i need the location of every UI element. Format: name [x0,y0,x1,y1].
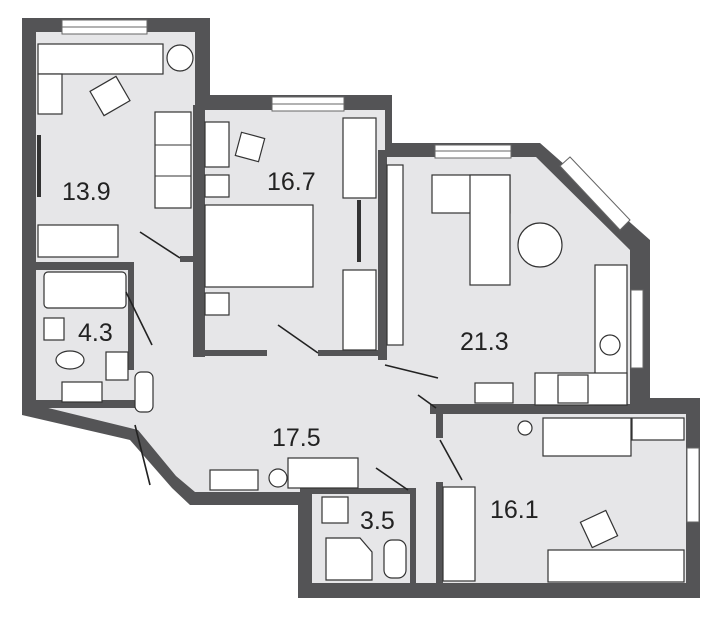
armchair [89,75,131,117]
sofa-left [154,111,192,209]
nightstand-2 [204,292,230,316]
dining-table [517,222,563,268]
desk-right [547,549,685,583]
window-living-diagonal [559,156,631,231]
toilet-bath [55,350,85,370]
shelf-living [386,164,404,346]
bathtub [43,271,127,309]
area-label-bathroom-small: 3.5 [360,507,395,535]
desk-left [37,43,164,75]
area-label-living-kitchen: 21.3 [460,328,509,356]
bed-right [542,417,632,457]
shower [325,537,373,581]
washing-machine [105,351,129,381]
vanity-bedroom [204,121,230,168]
sink-small [321,496,349,524]
side-table [37,73,63,115]
nightstand-1 [204,174,230,198]
plant-icon [166,44,194,72]
plant-right [517,420,533,436]
wardrobe-bedroom-1 [342,117,377,199]
sink-kitchen [599,334,621,356]
area-label-room-right: 16.1 [490,496,539,524]
stove [557,374,589,404]
shelf-right [631,417,685,441]
shoe-rack [209,469,259,491]
doors [125,231,463,491]
bed [204,204,314,288]
wardrobe-bedroom-2 [342,269,377,351]
area-label-bedroom: 16.7 [267,168,316,196]
hall-wardrobe [287,457,359,489]
tv-left [37,135,41,197]
wardrobe-left [37,224,119,258]
cabinet-bath [61,381,103,403]
mirror-hall [134,371,154,413]
tv-bedroom [357,200,361,262]
area-label-bathroom-large: 4.3 [78,319,113,347]
sofa-living-side [469,174,511,286]
cabinet-living [474,382,514,404]
area-label-room-left: 13.9 [62,178,111,206]
sink-bath [43,317,65,341]
toilet-small [383,539,407,579]
interior-walls [36,105,700,583]
area-label-hallway: 17.5 [272,424,321,452]
window-kitchen [630,289,644,369]
hall-plant [268,468,288,488]
window-right-room [686,447,700,523]
windows [61,19,700,523]
wardrobe-right [442,486,476,582]
pouf [234,131,266,163]
furniture [37,43,685,583]
armchair-right [579,509,619,549]
